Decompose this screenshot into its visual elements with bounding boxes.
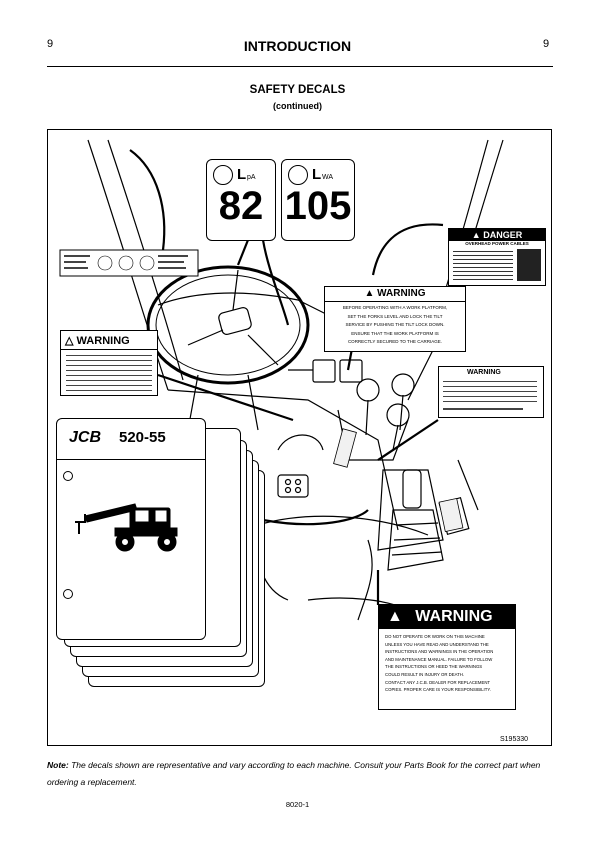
- manual-warning-line: INSTRUCTIONS AND WARNINGS IN THE OPERATI…: [385, 649, 494, 655]
- figure-reference: S195330: [500, 736, 529, 743]
- pedal-box: [277, 474, 309, 498]
- cab-illustration: [59, 139, 504, 621]
- noise-decal-lpa: L pA 82: [206, 159, 276, 241]
- binder-hole: [63, 589, 73, 599]
- manual-warning-heading: WARNING: [415, 608, 493, 625]
- platform-warning-line: SET THE FORKS LEVEL AND LOCK THE TILT: [347, 313, 443, 319]
- binder-hole: [63, 471, 73, 481]
- manual-warning-line: UNLESS YOU HAVE READ AND UNDERSTAND THE: [385, 641, 489, 647]
- warning-triangle-icon-2: ▲: [364, 288, 375, 299]
- note-paragraph: Note: The decals shown are representativ…: [47, 757, 557, 791]
- lpa-symbol: L: [237, 166, 247, 183]
- page-title: INTRODUCTION: [243, 38, 352, 54]
- right-warning-text-block: [443, 381, 537, 405]
- manual-warning-line: AND MAINTENANCE MANUAL. FAILURE TO FOLLO…: [385, 656, 493, 662]
- lpa-value: 82: [218, 184, 264, 228]
- danger-heading: DANGER: [483, 230, 523, 240]
- danger-subheading: OVERHEAD POWER CABLES: [465, 241, 529, 246]
- danger-text-block: [453, 251, 513, 281]
- platform-warning-line: BEFORE OPERATING WITH A WORK PLATFORM,: [342, 305, 448, 310]
- noise-decal-lwa: L WA 105: [281, 159, 355, 241]
- manual-warning-line: THE INSTRUCTIONS OR HEED THE WARNINGS: [385, 664, 483, 670]
- lwa-value: 105: [284, 184, 352, 228]
- leader-line-1: [129, 149, 166, 251]
- manual-warning-line: DO NOT OPERATE OR WORK ON THIS MACHINE: [385, 634, 485, 639]
- warning-triangle-icon-3: △: [65, 335, 74, 347]
- warning-decal-left: △ WARNING: [60, 330, 158, 396]
- platform-warning-line: ENSURE THAT THE WORK PLATFORM IS: [351, 330, 439, 336]
- lwa-symbol: L: [312, 166, 322, 183]
- warning-decal-right: WARNING: [438, 366, 544, 418]
- manual-warning-line: CONTACT ANY J.C.B. DEALER FOR REPLACEMEN…: [385, 679, 491, 685]
- left-warning-text-block: [66, 355, 152, 391]
- platform-warning-heading: WARNING: [377, 288, 426, 299]
- header-rule: [47, 66, 553, 67]
- lwa-subscript: WA: [322, 174, 334, 181]
- manual-warning-line: COULD RESULT IN INJURY OR DEATH.: [385, 671, 465, 677]
- note-text: The decals shown are representative and …: [47, 760, 541, 787]
- telehandler-icon: [75, 503, 178, 552]
- left-warning-heading: WARNING: [76, 335, 130, 347]
- note-label: Note:: [47, 760, 69, 770]
- warning-work-platform: ▲ WARNING BEFORE OPERATING WITH A WORK P…: [324, 286, 466, 352]
- manual-warning-line: COPIES. PROPER CARE IS YOUR RESPONSIBILI…: [385, 687, 491, 693]
- section-title: SAFETY DECALS: [249, 84, 346, 96]
- warning-triangle-icon: ▲: [471, 230, 481, 240]
- warning-read-manual: ▲ WARNING DO NOT OPERATE OR WORK ON THIS…: [378, 604, 516, 710]
- sound-icon: [213, 165, 233, 185]
- section-subtitle: (continued): [273, 101, 322, 111]
- warning-triangle-icon-4: ▲: [387, 608, 403, 625]
- operating-code-decal: [59, 249, 199, 277]
- gear-lever: [387, 469, 444, 571]
- steering-wheel: [146, 265, 310, 385]
- operator-manual-cover: JCB 520-55: [56, 418, 206, 640]
- right-warning-footer-line: [443, 408, 523, 410]
- right-warning-heading: WARNING: [467, 369, 501, 376]
- page-number-left: 9: [47, 38, 54, 50]
- lpa-subscript: pA: [247, 174, 256, 181]
- illustration-frame: L pA 82 L WA 105 ▲ DANGER OVERHEAD POWER…: [47, 129, 552, 746]
- power-line-pictogram: [517, 249, 541, 281]
- danger-decal: ▲ DANGER OVERHEAD POWER CABLES: [448, 228, 546, 286]
- sound-icon-2: [288, 165, 308, 185]
- page-number-right: 9: [543, 38, 550, 50]
- document-number: 8020-1: [285, 800, 310, 809]
- manual-model: 520-55: [119, 429, 166, 446]
- manual-brand: JCB: [69, 429, 102, 446]
- platform-warning-line: CORRECTLY SECURED TO THE CARRIAGE.: [347, 339, 443, 345]
- platform-warning-line: SERVICE BY PUSHING THE TILT LOCK DOWN.: [345, 322, 445, 328]
